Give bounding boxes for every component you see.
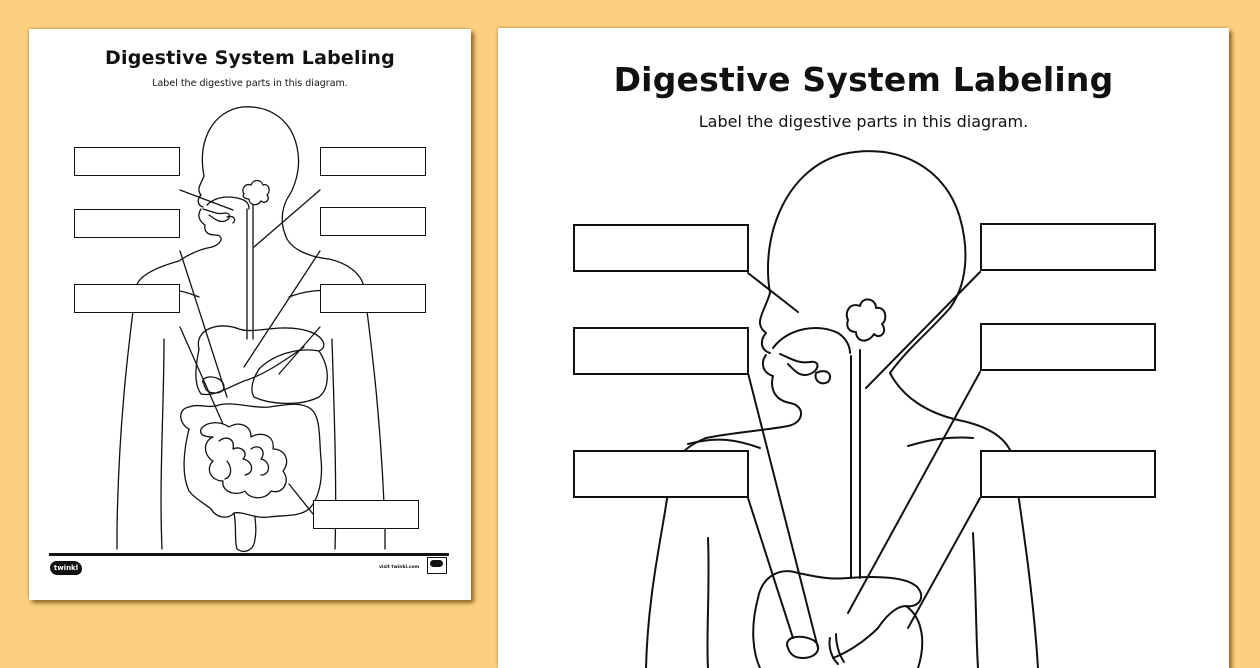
worksheet-page-zoomed: Digestive System Labeling Label the dige… <box>498 28 1229 668</box>
digestive-system-diagram <box>116 106 386 552</box>
label-box-4[interactable] <box>320 147 426 176</box>
label-box-7[interactable] <box>313 500 419 529</box>
worksheet-title: Digestive System Labeling <box>105 47 395 69</box>
worksheet-title: Digestive System Labeling <box>613 60 1114 99</box>
label-box-4[interactable] <box>980 223 1156 271</box>
label-box-2[interactable] <box>573 327 749 375</box>
label-box-1[interactable] <box>573 224 749 272</box>
label-box-6[interactable] <box>980 450 1156 498</box>
twinkl-quality-badge-icon <box>427 557 447 574</box>
twinkl-logo: twinkl <box>50 561 82 575</box>
footer-divider <box>49 553 449 556</box>
label-box-3[interactable] <box>573 450 749 498</box>
worksheet-subtitle: Label the digestive parts in this diagra… <box>698 112 1029 131</box>
label-box-2[interactable] <box>74 209 180 238</box>
label-box-3[interactable] <box>74 284 180 313</box>
footer-site-text: visit twinkl.com <box>379 565 420 570</box>
label-box-1[interactable] <box>74 147 180 176</box>
label-box-5[interactable] <box>980 323 1156 371</box>
label-box-5[interactable] <box>320 207 426 236</box>
worksheet-preview-thumbnail: Digestive System Labeling Label the dige… <box>29 29 471 600</box>
worksheet-subtitle: Label the digestive parts in this diagra… <box>152 78 348 89</box>
label-box-6[interactable] <box>320 284 426 313</box>
